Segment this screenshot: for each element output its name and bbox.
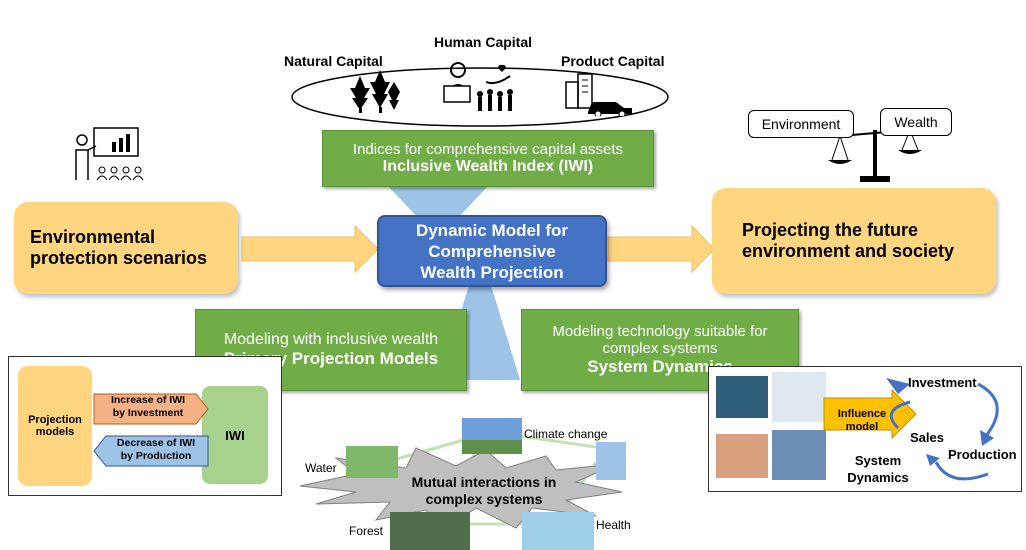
sd-photos <box>716 372 826 480</box>
forest-label: Forest <box>349 524 384 538</box>
sd-panel-line2: Dynamics <box>847 470 909 485</box>
scenario-box: Environmental protection scenarios <box>14 202 238 294</box>
environment-label: Environment <box>748 110 854 138</box>
sd-panel-label: System Dynamics <box>838 452 918 486</box>
increase-label: Increase of IWI by Investment <box>96 394 200 420</box>
projection-line2: environment and society <box>742 241 955 261</box>
influence-model-label: Influence model <box>828 408 896 434</box>
mutual-line2: complex systems <box>425 491 543 507</box>
decrease-line2: by Production <box>120 450 192 462</box>
increase-line2: by Investment <box>112 407 184 419</box>
sd-panel-line1: System <box>854 453 902 468</box>
mutual-interactions-label: Mutual interactions in complex systems <box>396 474 572 508</box>
right-arrow <box>607 224 715 274</box>
sales-label: Sales <box>910 430 944 445</box>
iwi-block: IWI <box>202 386 268 484</box>
production-label: Production <box>948 447 1017 462</box>
investment-label: Investment <box>908 375 977 390</box>
sd-line3: System Dynamics <box>587 357 733 376</box>
iwi-connector <box>388 186 488 218</box>
projection-box: Projecting the future environment and so… <box>712 188 996 294</box>
projection-models-block: Projection models <box>18 366 92 486</box>
trees-icon <box>350 70 400 113</box>
scenario-line1: Environmental <box>30 227 156 247</box>
mutual-line1: Mutual interactions in <box>411 474 557 490</box>
cycle-arrows <box>886 378 999 481</box>
influence-line2: model <box>845 421 879 433</box>
projection-line1: Projecting the future <box>742 220 919 240</box>
iwi-arrows <box>93 393 209 467</box>
iwi-box-line2: Inclusive Wealth Index (IWI) <box>382 158 594 175</box>
human-capital-label: Human Capital <box>434 34 533 50</box>
buildings-car-icon <box>565 73 632 116</box>
product-capital-label: Product Capital <box>561 53 665 69</box>
sd-line1: Modeling technology suitable for <box>552 323 768 340</box>
influence-line1: Influence <box>837 408 887 420</box>
water-label: Water <box>305 461 337 475</box>
health-label: Health <box>596 518 631 532</box>
sd-line2: complex systems <box>602 340 718 357</box>
decrease-line1: Decrease of IWI <box>116 437 196 449</box>
people-heart-icon <box>443 62 513 111</box>
iwi-box: Indices for comprehensive capital assets… <box>322 130 654 187</box>
left-arrow <box>241 224 379 274</box>
influence-arrow <box>823 390 917 440</box>
scenario-line2: protection scenarios <box>30 248 208 268</box>
presentation-icon <box>75 127 144 181</box>
model-line2: Comprehensive <box>428 241 556 261</box>
increase-line1: Increase of IWI <box>110 394 186 406</box>
decrease-label: Decrease of IWI by Production <box>104 437 208 463</box>
dynamic-model-box: Dynamic Model for Comprehensive Wealth P… <box>377 215 607 287</box>
natural-capital-label: Natural Capital <box>284 53 383 69</box>
wealth-label: Wealth <box>880 108 952 136</box>
primary-line1: Modeling with inclusive wealth <box>223 331 439 348</box>
climate-label: Climate change <box>524 427 608 441</box>
interaction-network <box>299 418 626 550</box>
model-line1: Dynamic Model for <box>415 220 569 240</box>
iwi-box-line1: Indices for comprehensive capital assets <box>352 141 624 158</box>
model-line3: Wealth Projection <box>420 262 564 282</box>
